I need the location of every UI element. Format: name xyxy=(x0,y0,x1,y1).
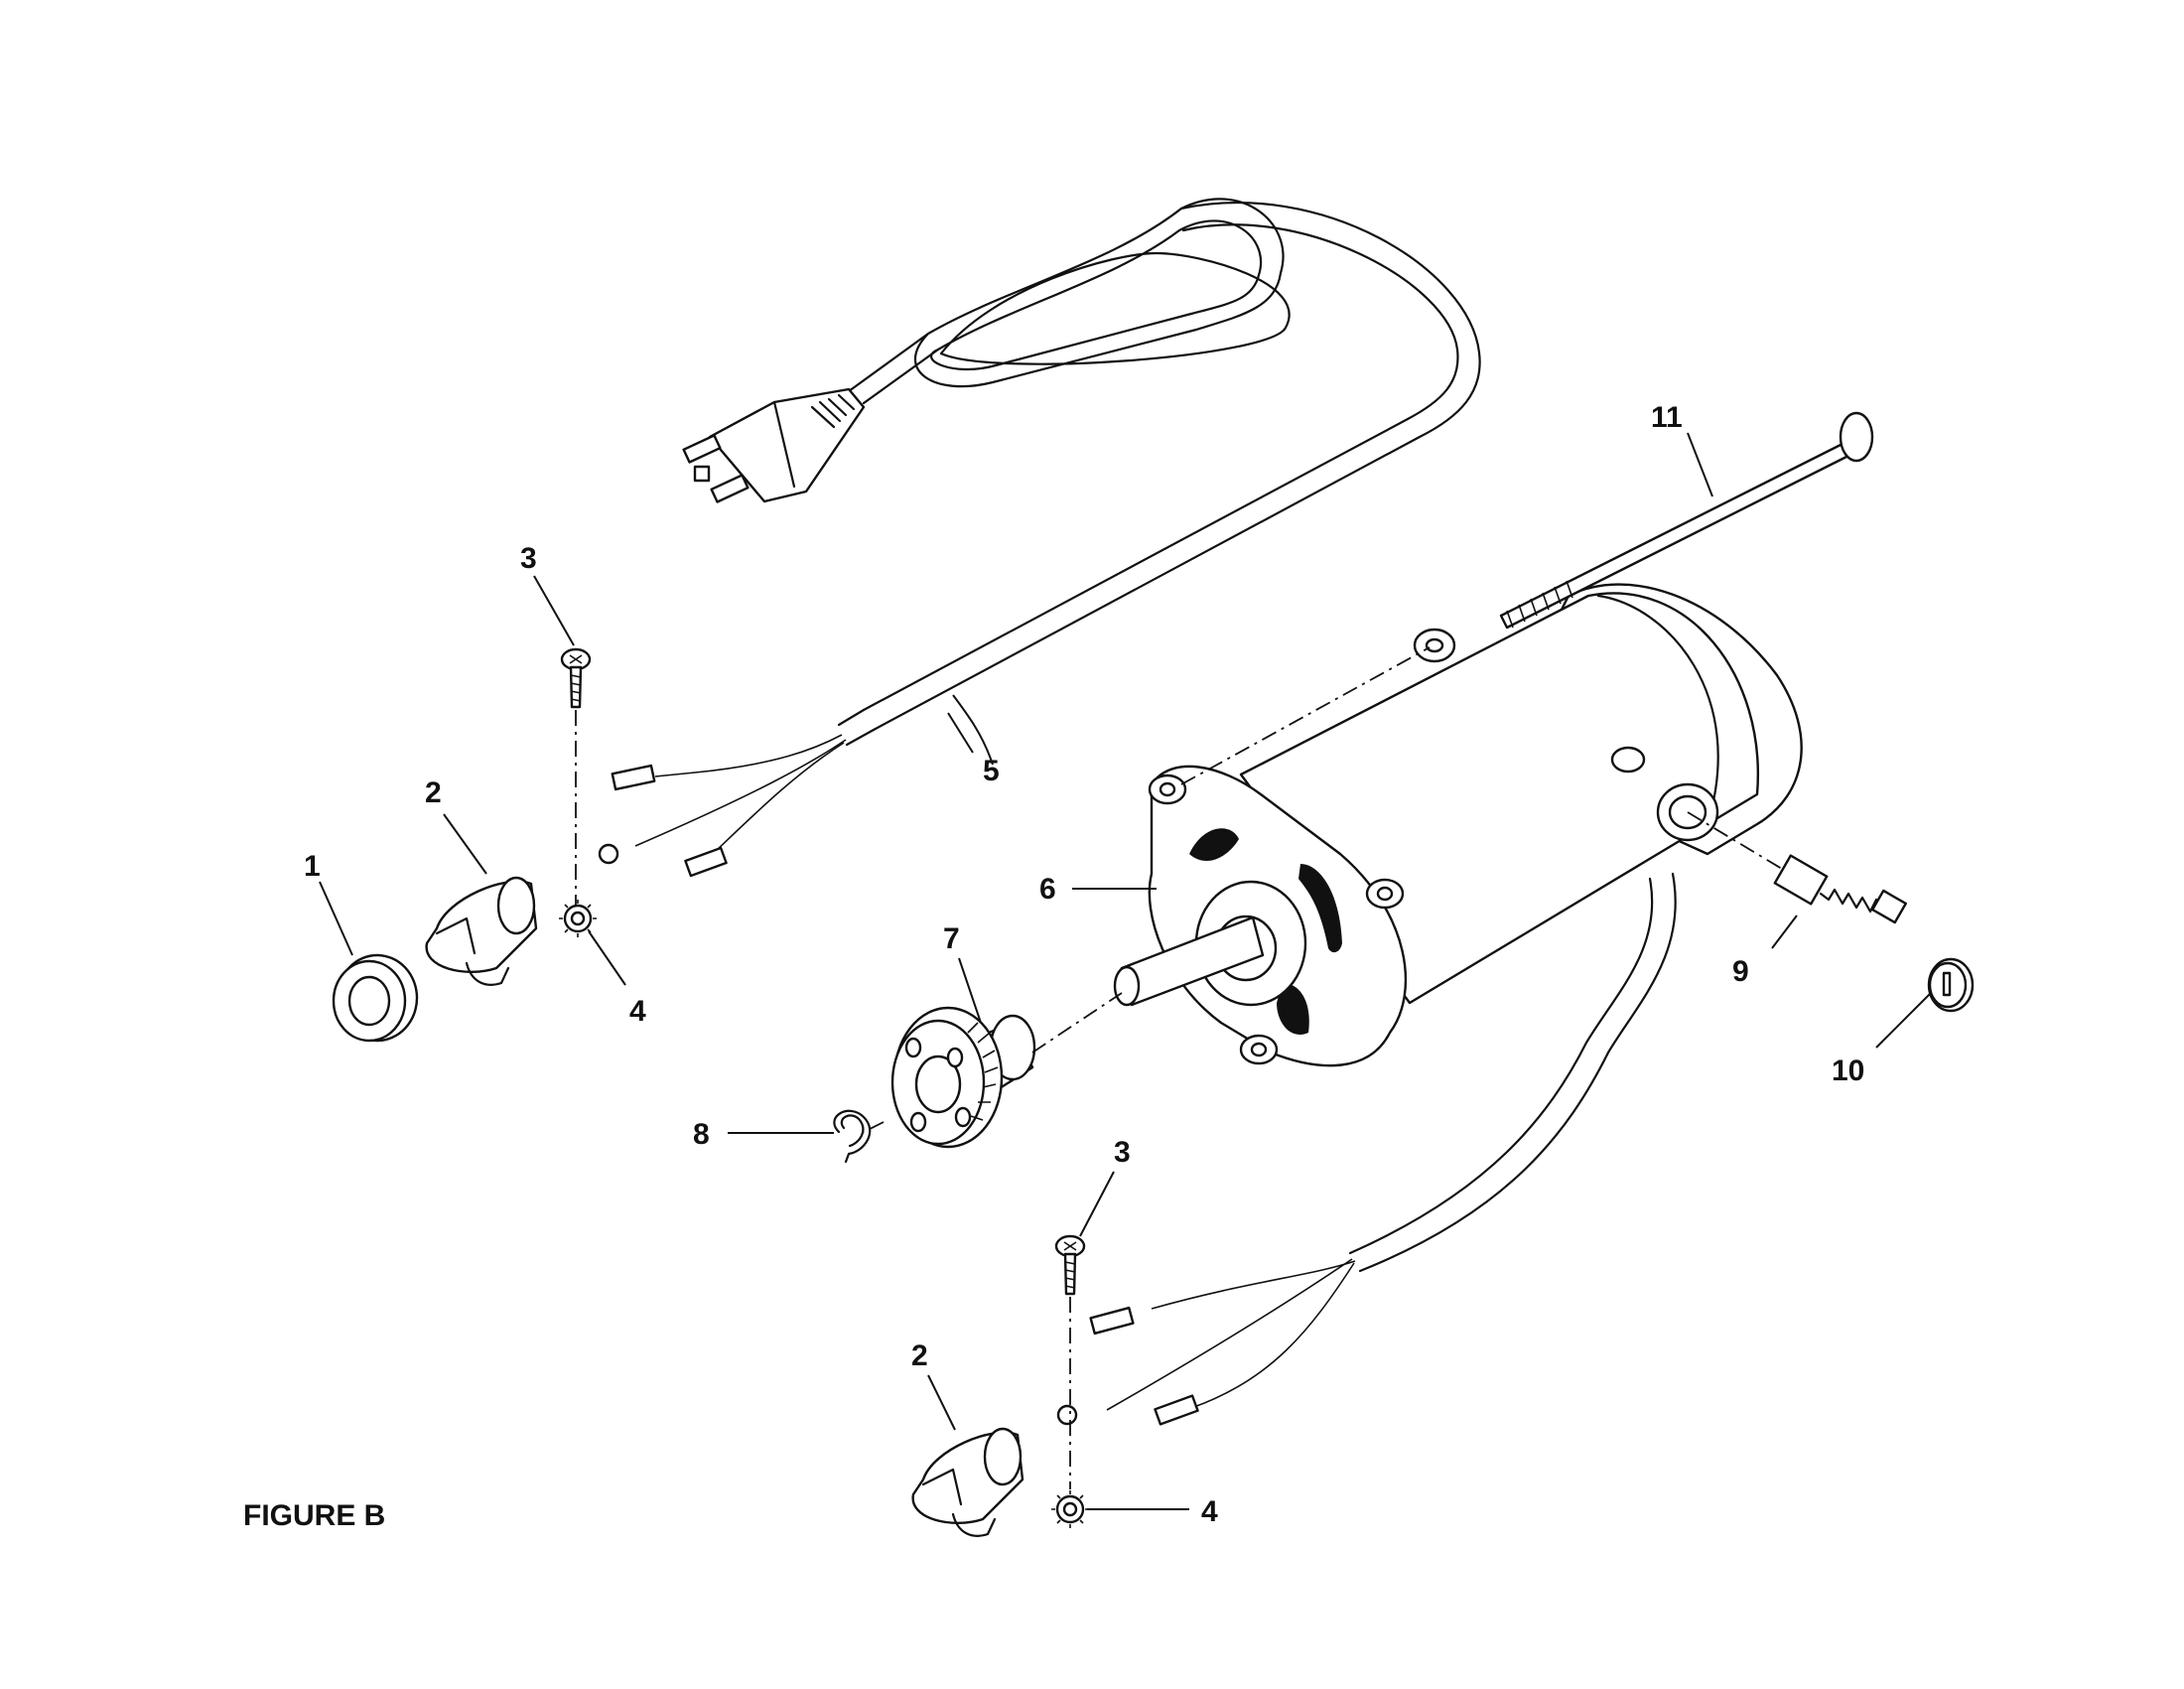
leader-lines xyxy=(319,432,1932,1510)
callout-10: 10 xyxy=(1832,1055,1864,1087)
callout-2-upper: 2 xyxy=(425,776,442,809)
callout-3-upper: 3 xyxy=(520,542,537,575)
power-cord xyxy=(598,198,1481,878)
strain-relief-lower xyxy=(911,1427,1024,1537)
callout-7: 7 xyxy=(943,922,960,955)
callout-3-lower: 3 xyxy=(1114,1136,1131,1169)
brush xyxy=(1773,854,1907,924)
callout-1: 1 xyxy=(304,850,321,883)
through-bolt xyxy=(1499,411,1874,630)
screw-lower xyxy=(1054,1234,1086,1489)
callout-4-upper: 4 xyxy=(629,995,646,1028)
callout-4-lower: 4 xyxy=(1201,1495,1218,1528)
motor xyxy=(1113,583,1803,1067)
bushing xyxy=(332,953,419,1043)
callout-8: 8 xyxy=(693,1118,710,1151)
callout-11: 11 xyxy=(1651,401,1683,434)
callouts: 1 2 3 4 5 6 7 8 9 10 11 2 3 4 xyxy=(304,401,1864,1528)
callout-2-lower: 2 xyxy=(911,1339,928,1372)
callout-6: 6 xyxy=(1039,873,1056,906)
screw-upper xyxy=(560,647,592,918)
lock-washer-upper xyxy=(559,900,597,937)
strain-relief-upper xyxy=(425,876,538,986)
callout-9: 9 xyxy=(1732,955,1749,988)
brush-cap xyxy=(1927,957,1975,1013)
lock-washer-lower xyxy=(1051,1490,1089,1528)
callout-5: 5 xyxy=(983,755,1000,787)
pulley xyxy=(863,992,1123,1149)
retaining-ring xyxy=(833,1109,872,1164)
figure-caption: FIGURE B xyxy=(243,1499,385,1532)
motor-lead-cable xyxy=(1056,872,1677,1426)
